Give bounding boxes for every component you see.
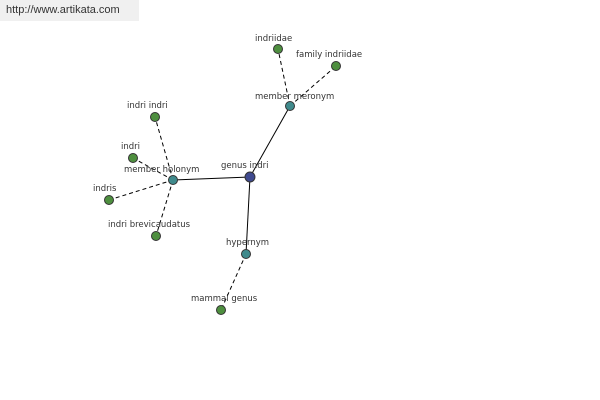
node-mammal-genus[interactable] — [216, 305, 226, 315]
label-center[interactable]: genus indri — [221, 161, 269, 171]
node-family-indriidae[interactable] — [331, 61, 341, 71]
node-member-holonym[interactable] — [168, 175, 178, 185]
graph-edges — [108, 48, 337, 311]
label-member-holonym[interactable]: member holonym — [124, 165, 199, 175]
label-hypernym[interactable]: hypernym — [226, 238, 269, 248]
node-hypernym[interactable] — [241, 249, 251, 259]
label-indri-indri[interactable]: indri indri — [127, 101, 168, 111]
node-indri[interactable] — [128, 153, 138, 163]
label-indriidae[interactable]: indriidae — [255, 34, 292, 44]
node-indri-brevicaudatus[interactable] — [151, 231, 161, 241]
label-indri[interactable]: indri — [121, 142, 140, 152]
edge-member-holonym-to-indri-indri — [154, 116, 174, 181]
node-center[interactable] — [244, 171, 256, 183]
edge-member-meronym-to-indriidae — [277, 48, 291, 107]
edge-center-to-member-meronym — [249, 105, 291, 178]
label-indris[interactable]: indris — [93, 184, 117, 194]
graph-nodes — [104, 44, 341, 315]
source-url-bar: http://www.artikata.com — [0, 0, 139, 21]
label-member-meronym[interactable]: member meronym — [255, 92, 334, 102]
graph-labels: indri indri indri indris indri brevicaudatu… — [93, 34, 362, 304]
edge-member-meronym-to-family-indriidae — [289, 65, 337, 107]
label-mammal-genus[interactable]: mammal genus — [191, 294, 258, 304]
edge-hypernym-to-mammal-genus — [220, 253, 247, 311]
source-url-text[interactable]: http://www.artikata.com — [6, 4, 120, 16]
edge-center-to-hypernym — [245, 176, 251, 255]
edge-center-to-member-holonym — [172, 176, 251, 181]
edge-member-holonym-to-indris — [108, 179, 174, 201]
edge-member-holonym-to-indri — [132, 157, 174, 181]
label-indri-brevicaudatus[interactable]: indri brevicaudatus — [108, 220, 191, 230]
node-indriidae[interactable] — [273, 44, 283, 54]
node-indris[interactable] — [104, 195, 114, 205]
node-member-meronym[interactable] — [285, 101, 295, 111]
edge-member-holonym-to-indri-brevicaudatus — [155, 179, 174, 237]
node-indri-indri[interactable] — [150, 112, 160, 122]
label-family-indriidae[interactable]: family indriidae — [296, 50, 362, 60]
